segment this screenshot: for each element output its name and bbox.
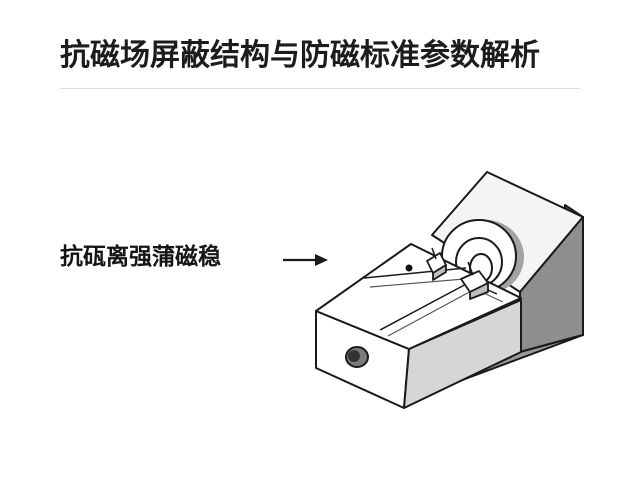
connector-clips: [426, 247, 489, 300]
title-divider: [60, 88, 580, 89]
cable-port: [345, 346, 369, 368]
indicator-dot: [405, 264, 413, 272]
arrow-right-icon: [283, 254, 328, 266]
callout-label: 抗砙离强蒲磁稳: [60, 244, 221, 270]
page-title: 抗磁场屏蔽结构与防磁标准参数解析: [60, 38, 540, 73]
